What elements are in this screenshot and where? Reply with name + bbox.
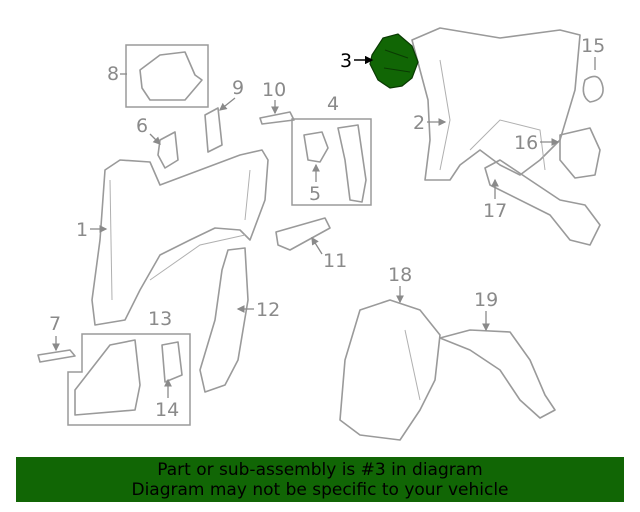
svg-text:14: 14 <box>155 399 179 421</box>
callout-19: 19 <box>474 289 498 332</box>
banner-line-part: Part or sub-assembly is #3 in diagram <box>157 460 483 480</box>
part-13-panel[interactable] <box>74 339 141 416</box>
part-16-fuel-pocket[interactable] <box>559 127 601 179</box>
svg-text:2: 2 <box>413 112 425 134</box>
part-8-bracket-assembly[interactable] <box>139 51 203 101</box>
callout-13: 13 <box>148 308 172 330</box>
callout-18: 18 <box>388 264 412 304</box>
banner-line-disclaimer: Diagram may not be specific to your vehi… <box>131 480 509 500</box>
part-4-pillar-bracket[interactable] <box>337 124 367 203</box>
callout-16: 16 <box>514 132 560 154</box>
part-4-group-box <box>291 118 372 206</box>
part-9-reinforcement[interactable] <box>204 107 223 153</box>
svg-text:1: 1 <box>76 219 88 241</box>
svg-text:8: 8 <box>107 63 119 85</box>
svg-text:6: 6 <box>136 115 148 137</box>
svg-text:15: 15 <box>581 35 605 57</box>
svg-text:16: 16 <box>514 132 538 154</box>
part-14-bracket[interactable] <box>161 341 183 383</box>
part-7-bracket[interactable] <box>37 349 76 363</box>
part-2-quarter-outer-panel[interactable] <box>411 27 581 181</box>
svg-text:18: 18 <box>388 264 412 286</box>
callout-3: 3 <box>340 50 374 72</box>
callout-2: 2 <box>413 112 447 134</box>
part-15-fuel-door[interactable] <box>582 75 604 103</box>
svg-text:4: 4 <box>327 93 339 115</box>
part-19-wheelhouse-liner[interactable] <box>439 329 556 419</box>
part-5-bracket[interactable] <box>303 131 329 163</box>
svg-text:10: 10 <box>262 79 286 101</box>
part-3-highlighted[interactable] <box>369 33 419 89</box>
part-10-bracket[interactable] <box>259 111 295 125</box>
callout-11: 11 <box>311 236 347 272</box>
svg-text:7: 7 <box>49 313 61 335</box>
part-8-group-box <box>125 44 209 108</box>
svg-text:9: 9 <box>232 77 244 99</box>
part-17-rail-assembly[interactable] <box>484 159 601 246</box>
svg-text:11: 11 <box>323 250 347 272</box>
callout-7: 7 <box>49 313 61 352</box>
callout-12: 12 <box>236 299 280 321</box>
part-6-bracket[interactable] <box>157 131 179 169</box>
callout-17: 17 <box>483 178 507 222</box>
part-info-banner: Part or sub-assembly is #3 in diagram Di… <box>16 457 624 502</box>
callout-15: 15 <box>581 35 605 70</box>
callout-8: 8 <box>107 63 127 85</box>
callout-6: 6 <box>136 115 161 145</box>
part-12-pillar[interactable] <box>199 247 249 393</box>
callout-5: 5 <box>309 163 321 205</box>
callout-9: 9 <box>218 77 244 111</box>
svg-text:17: 17 <box>483 200 507 222</box>
svg-text:5: 5 <box>309 183 321 205</box>
svg-text:19: 19 <box>474 289 498 311</box>
svg-text:3: 3 <box>340 50 352 72</box>
part-11-bracket[interactable] <box>275 217 331 251</box>
callout-10: 10 <box>262 79 286 115</box>
svg-text:12: 12 <box>256 299 280 321</box>
part-13-group-box <box>67 333 191 426</box>
callout-1: 1 <box>76 219 108 241</box>
svg-text:13: 13 <box>148 308 172 330</box>
callout-4: 4 <box>327 93 339 115</box>
part-1-quarter-inner-panel[interactable] <box>91 149 269 326</box>
parts-diagram: 1 2 3 4 5 6 7 8 9 10 11 12 13 14 15 16 1… <box>37 27 605 441</box>
callout-14: 14 <box>155 378 179 421</box>
part-18-wheelhouse-liner[interactable] <box>339 299 441 441</box>
